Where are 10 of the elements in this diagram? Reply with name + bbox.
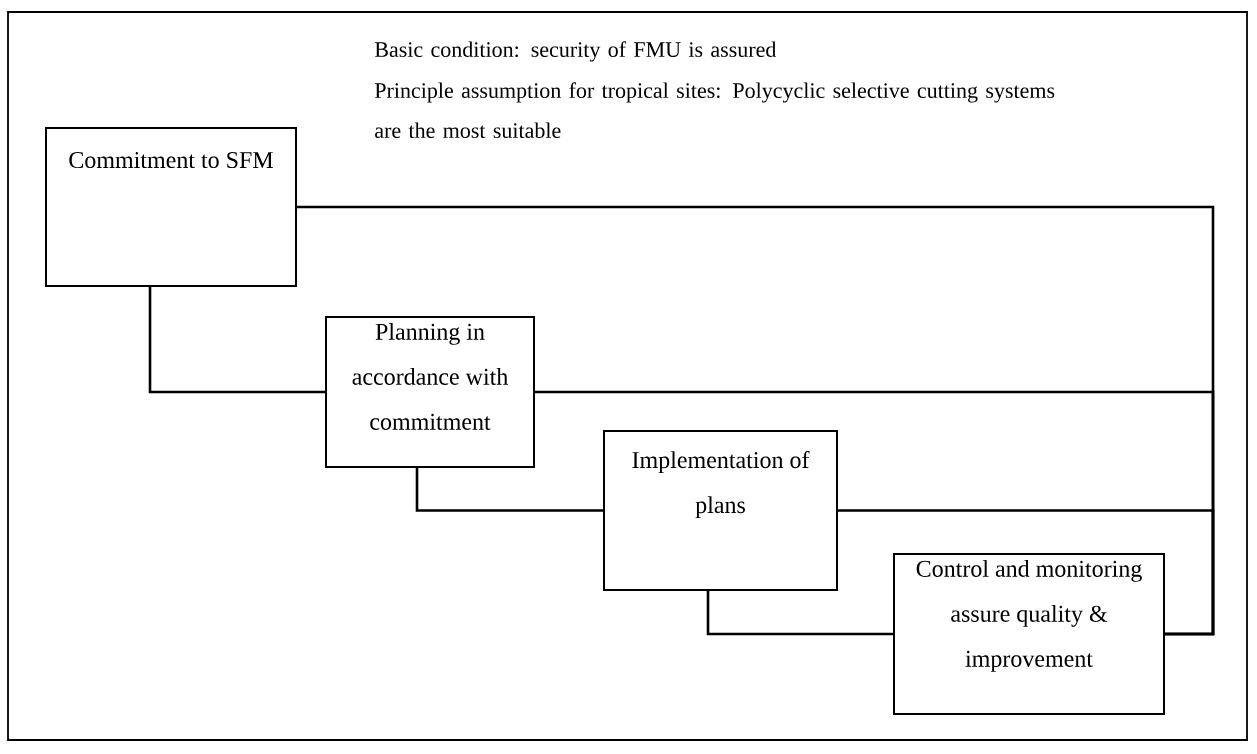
note-text: Principle assumption for tropical sites: Polycyclic selective cutting systems are the most suitable	[374, 82, 1055, 138]
process-box: Implementation of plans	[603, 430, 838, 591]
connector-line	[706, 591, 893, 636]
connector-line	[838, 509, 1215, 636]
process-box: Commitment to SFM	[45, 127, 297, 287]
note-text: Basic condition: security of FMU is assured	[374, 41, 777, 62]
process-box: Control and monitoring assure quality & improvement	[893, 553, 1165, 715]
process-box: Planning in accordance with commitment	[325, 316, 535, 468]
connector-line	[415, 468, 603, 512]
connector-line	[148, 287, 325, 394]
